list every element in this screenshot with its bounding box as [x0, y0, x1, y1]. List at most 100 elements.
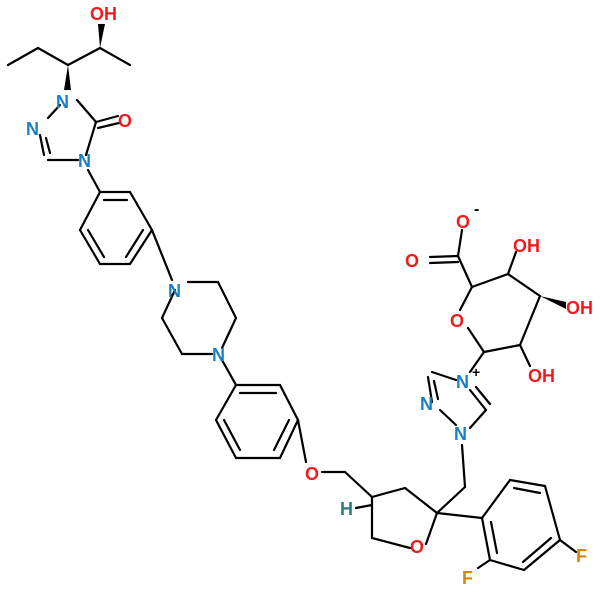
nitrogen-cation-label: N [456, 372, 469, 392]
bond [403, 486, 439, 515]
bond [468, 408, 488, 430]
bond [468, 388, 488, 412]
bond [278, 418, 300, 460]
nitrogen-label: N [420, 394, 433, 414]
bond [84, 120, 98, 157]
bond [435, 511, 484, 520]
bond [75, 98, 98, 124]
bond [480, 478, 512, 520]
hydroxyl-label: OH [513, 236, 540, 256]
bond [466, 326, 486, 354]
bond [482, 343, 522, 354]
bond [36, 46, 70, 67]
bond [430, 370, 458, 382]
nitrogen-label: N [454, 424, 467, 444]
bond [214, 383, 238, 422]
bond [456, 254, 474, 289]
bond [435, 485, 467, 515]
bond [426, 375, 434, 404]
ring-oxygen-label: O [410, 537, 424, 557]
stereo-hydrogen-label: H [340, 499, 353, 519]
ether-oxygen-label: O [305, 464, 319, 484]
bond [66, 46, 102, 67]
bond [150, 228, 174, 282]
bond [522, 538, 562, 572]
bond [458, 285, 474, 312]
carbonyl-oxygen-label: O [118, 111, 132, 131]
bond [214, 418, 238, 460]
negative-charge: - [474, 201, 479, 218]
hydroxyl-label: OH [528, 366, 555, 386]
bond [6, 46, 40, 67]
bond [160, 316, 184, 356]
bond [518, 343, 532, 368]
bond [428, 260, 460, 265]
bond [216, 280, 238, 320]
bond [460, 443, 467, 489]
bond [518, 294, 542, 347]
bond [78, 228, 102, 266]
bond [506, 272, 542, 298]
bond [124, 228, 145, 259]
bond [44, 136, 52, 155]
bond [470, 272, 510, 289]
bond [86, 228, 106, 259]
nitrogen-label: N [212, 345, 225, 365]
bond [128, 190, 154, 232]
bond [424, 511, 439, 546]
bond [456, 228, 464, 258]
nitrogen-label: N [26, 119, 39, 139]
bond [354, 503, 374, 510]
bond [543, 484, 562, 542]
bond [272, 418, 291, 452]
bond [438, 408, 458, 427]
bond [521, 536, 553, 564]
bond [468, 350, 486, 374]
bond [278, 383, 300, 422]
bond [86, 168, 102, 194]
bond [220, 316, 238, 350]
hydroxyl-label: OH [90, 4, 117, 24]
carboxylate-oxygen-label: O [456, 212, 470, 232]
bond [489, 520, 499, 555]
fluorine-label: F [462, 568, 473, 588]
bond [343, 470, 374, 499]
bond [370, 486, 407, 499]
bond [428, 254, 460, 259]
bond [474, 385, 492, 406]
bond [160, 288, 177, 320]
nitrogen-label: N [168, 281, 181, 301]
wedge-bond [64, 65, 71, 90]
nitrogen-label: N [56, 92, 69, 112]
bond [96, 121, 121, 130]
positive-charge: + [472, 364, 480, 380]
carboxyl-oxygen-label: O [405, 251, 419, 271]
bond [78, 190, 102, 232]
bond [128, 228, 154, 266]
bonds [6, 24, 578, 572]
bond [46, 103, 62, 120]
bond [506, 250, 518, 276]
atom-labels: OH N N N O N N O H O F F O O - OH OH OH … [26, 4, 593, 588]
bond [512, 486, 542, 495]
pyranose-oxygen-label: O [450, 311, 464, 331]
bond [370, 536, 412, 550]
wedge-bond [540, 296, 566, 309]
bond [222, 418, 242, 452]
bond [220, 358, 238, 387]
bond [476, 558, 492, 570]
wedge-bond [98, 24, 105, 48]
fluorine-label: F [576, 546, 587, 566]
nitrogen-label: N [78, 151, 91, 171]
hydroxyl-label: OH [566, 298, 593, 318]
bond [480, 516, 492, 562]
bond [558, 538, 578, 554]
bond [98, 46, 132, 67]
bond [488, 558, 526, 572]
bond [296, 418, 308, 464]
bond [508, 478, 547, 488]
bond [38, 133, 46, 157]
bond [94, 114, 120, 124]
